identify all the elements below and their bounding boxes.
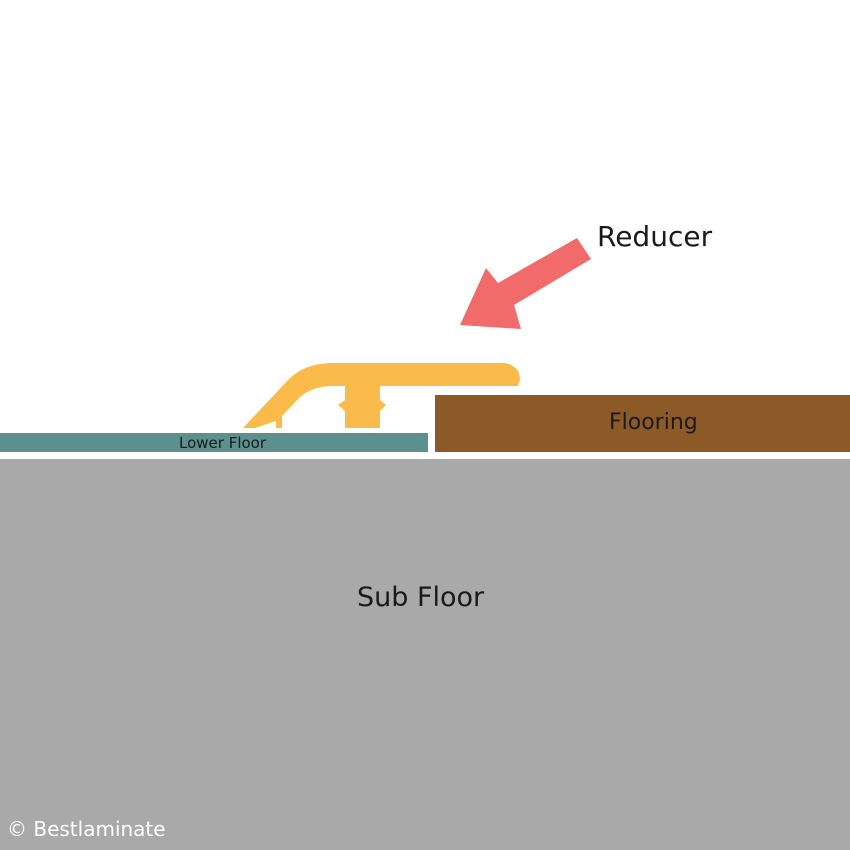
copyright-label: © Bestlaminate: [7, 817, 166, 841]
lower-floor-label: Lower Floor: [179, 434, 267, 452]
reducer-arrow: [460, 238, 591, 329]
sub-floor: [0, 459, 850, 850]
sub-floor-label: Sub Floor: [357, 582, 485, 613]
flooring: [435, 395, 850, 452]
lower-floor: [0, 433, 428, 452]
reducer: [243, 363, 520, 428]
flooring-label: Flooring: [609, 410, 698, 435]
reducer-label: Reducer: [597, 220, 713, 253]
